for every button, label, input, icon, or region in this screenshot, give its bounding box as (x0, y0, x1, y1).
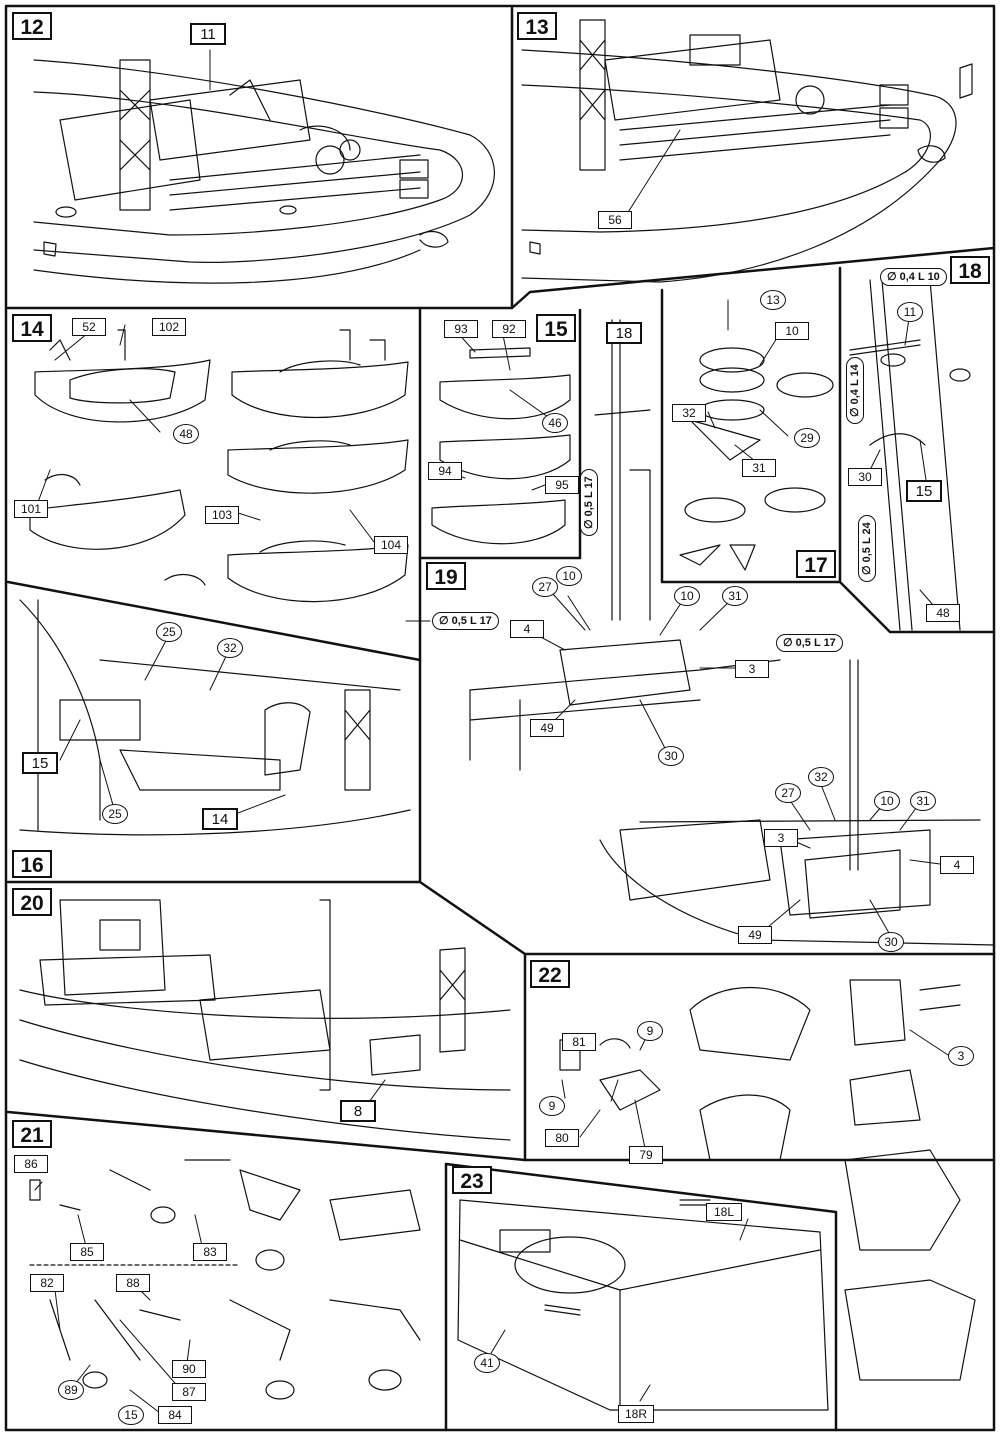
part-label-3-lower: 3 (764, 829, 798, 847)
leader-lines (34, 49, 949, 1414)
step-number-14: 14 (12, 314, 52, 342)
part-label-86: 86 (14, 1155, 48, 1173)
part-label-80: 80 (545, 1129, 579, 1147)
small-boats-drawing (431, 347, 571, 545)
ship-stern-drawing (19, 899, 511, 1141)
part-label-32-step16: 32 (217, 638, 243, 658)
wire-spec-arm: ∅ 0,4 L 14 (846, 357, 864, 424)
part-label-30: 30 (848, 468, 882, 486)
step-number-12: 12 (12, 12, 52, 40)
part-label-10: 10 (775, 322, 809, 340)
part-label-10-lower: 10 (874, 791, 900, 811)
ship-bow-drawing-2 (521, 19, 973, 283)
step-number-19: 19 (426, 562, 466, 590)
part-label-31-step19: 31 (722, 586, 748, 606)
part-ref-15: 15 (906, 480, 942, 502)
part-label-3-gun: 3 (948, 1046, 974, 1066)
part-label-4: 4 (510, 620, 544, 638)
part-label-31: 31 (742, 459, 776, 477)
step-number-18: 18 (950, 256, 990, 284)
part-label-11-mast: 11 (897, 302, 923, 322)
part-label-9: 9 (637, 1021, 663, 1041)
part-label-31-lower: 31 (910, 791, 936, 811)
wire-spec-mast: ∅ 0,5 L 17 (580, 469, 598, 536)
step-number-15: 15 (536, 314, 576, 342)
part-label-48: 48 (173, 424, 199, 444)
part-ref-14: 14 (202, 808, 238, 830)
midship-drawing (19, 599, 995, 946)
part-label-18L: 18L (706, 1203, 742, 1221)
part-label-94: 94 (428, 462, 462, 480)
part-label-93: 93 (444, 320, 478, 338)
part-label-30-lower: 30 (878, 932, 904, 952)
part-ref-15-step16: 15 (22, 752, 58, 774)
part-label-83: 83 (193, 1243, 227, 1261)
part-label-4-lower: 4 (940, 856, 974, 874)
step-number-21: 21 (12, 1120, 52, 1148)
step-number-22: 22 (530, 960, 570, 988)
part-label-49-lower: 49 (738, 926, 772, 944)
part-label-90: 90 (172, 1360, 206, 1378)
part-label-32-lower: 32 (808, 767, 834, 787)
part-label-81: 81 (562, 1033, 596, 1051)
part-label-101: 101 (14, 500, 48, 518)
part-label-85: 85 (70, 1243, 104, 1261)
part-label-104: 104 (374, 536, 408, 554)
step-number-17: 17 (796, 550, 836, 578)
part-label-103: 103 (205, 506, 239, 524)
part-label-41: 41 (474, 1353, 500, 1373)
part-label-27-lower: 27 (775, 783, 801, 803)
part-label-10-b: 10 (674, 586, 700, 606)
part-label-92: 92 (492, 320, 526, 338)
part-ref-8: 8 (340, 1100, 376, 1122)
part-label-18R: 18R (618, 1405, 654, 1423)
part-label-32: 32 (672, 404, 706, 422)
panel-frame (4, 4, 996, 1432)
part-label-52: 52 (72, 318, 106, 336)
part-label-56: 56 (598, 211, 632, 229)
part-label-89: 89 (58, 1380, 84, 1400)
part-label-13: 13 (760, 290, 786, 310)
step-number-20: 20 (12, 888, 52, 916)
part-label-11: 11 (190, 23, 226, 45)
part-label-29: 29 (794, 428, 820, 448)
part-label-15: 15 (118, 1405, 144, 1425)
part-ref-18: 18 (606, 322, 642, 344)
part-label-95: 95 (545, 476, 579, 494)
guns-drawing (29, 979, 976, 1400)
part-label-84: 84 (158, 1406, 192, 1424)
part-label-3: 3 (735, 660, 769, 678)
part-label-30-step19: 30 (658, 746, 684, 766)
part-label-25: 25 (156, 622, 182, 642)
part-label-102: 102 (152, 318, 186, 336)
step-number-16: 16 (12, 850, 52, 878)
ship-bow-drawing (33, 59, 495, 284)
part-label-10-a: 10 (556, 566, 582, 586)
part-label-87: 87 (172, 1383, 206, 1401)
step-number-13: 13 (517, 12, 557, 40)
part-label-25-lower: 25 (102, 804, 128, 824)
part-label-46: 46 (542, 413, 568, 433)
part-label-49: 49 (530, 719, 564, 737)
part-label-9-lower: 9 (539, 1096, 565, 1116)
wire-spec-ladder: ∅ 0,5 L 24 (858, 515, 876, 582)
wire-spec-step19: ∅ 0,5 L 17 (776, 634, 843, 652)
part-label-88: 88 (116, 1274, 150, 1292)
boats-drawing (29, 329, 409, 603)
part-label-79: 79 (629, 1146, 663, 1164)
part-label-48-mast: 48 (926, 604, 960, 622)
part-label-27: 27 (532, 577, 558, 597)
deckhouse-drawing (457, 1199, 829, 1411)
wire-spec-step14: ∅ 0,5 L 17 (432, 612, 499, 630)
wire-spec-yard: ∅ 0,4 L 10 (880, 268, 947, 286)
step-number-23: 23 (452, 1166, 492, 1194)
part-label-82: 82 (30, 1274, 64, 1292)
